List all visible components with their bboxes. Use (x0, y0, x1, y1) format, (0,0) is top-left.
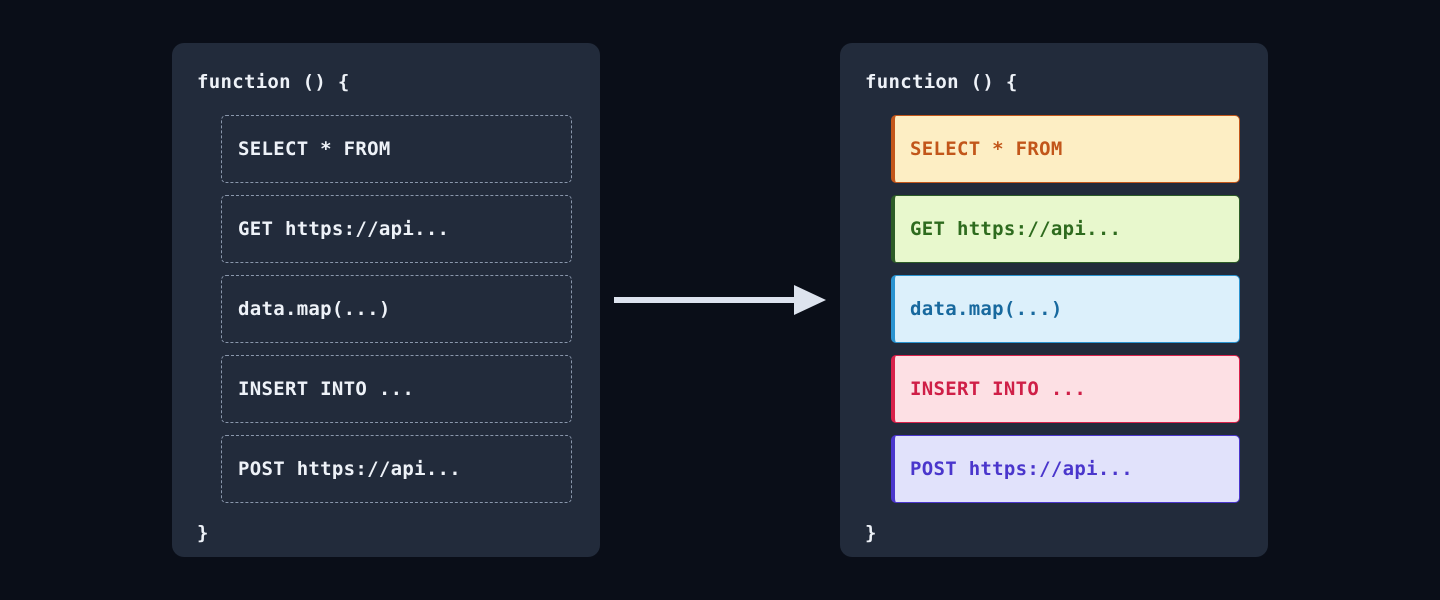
code-row-text: GET https://api... (238, 218, 450, 240)
code-row-text: SELECT * FROM (238, 138, 391, 160)
code-row-text: data.map(...) (238, 298, 391, 320)
function-open-brace-before: function () { (197, 71, 350, 93)
code-row-highlight-http-post[interactable]: POST https://api... (891, 435, 1240, 503)
code-row-text: INSERT INTO ... (910, 378, 1087, 400)
function-close-brace-before: } (197, 522, 209, 544)
function-open-brace-after: function () { (865, 71, 1018, 93)
code-row-plain[interactable]: GET https://api... (221, 195, 572, 263)
code-row-plain[interactable]: data.map(...) (221, 275, 572, 343)
code-row-plain[interactable]: SELECT * FROM (221, 115, 572, 183)
code-row-highlight-js-map[interactable]: data.map(...) (891, 275, 1240, 343)
code-line-list-after: SELECT * FROM GET https://api... data.ma… (865, 115, 1240, 503)
code-row-plain[interactable]: POST https://api... (221, 435, 572, 503)
panel-before: function () { SELECT * FROM GET https://… (172, 43, 600, 557)
code-row-text: GET https://api... (910, 218, 1122, 240)
transform-arrow-icon (614, 285, 826, 315)
function-close-brace-after: } (865, 522, 877, 544)
code-row-highlight-sql-select[interactable]: SELECT * FROM (891, 115, 1240, 183)
code-row-plain[interactable]: INSERT INTO ... (221, 355, 572, 423)
code-row-text: POST https://api... (238, 458, 462, 480)
panel-after: function () { SELECT * FROM GET https://… (840, 43, 1268, 557)
code-row-text: data.map(...) (910, 298, 1063, 320)
code-row-highlight-http-get[interactable]: GET https://api... (891, 195, 1240, 263)
code-line-list-before: SELECT * FROM GET https://api... data.ma… (197, 115, 572, 503)
code-row-text: SELECT * FROM (910, 138, 1063, 160)
code-row-highlight-sql-insert[interactable]: INSERT INTO ... (891, 355, 1240, 423)
code-row-text: POST https://api... (910, 458, 1134, 480)
code-row-text: INSERT INTO ... (238, 378, 415, 400)
arrow-container (600, 43, 840, 557)
